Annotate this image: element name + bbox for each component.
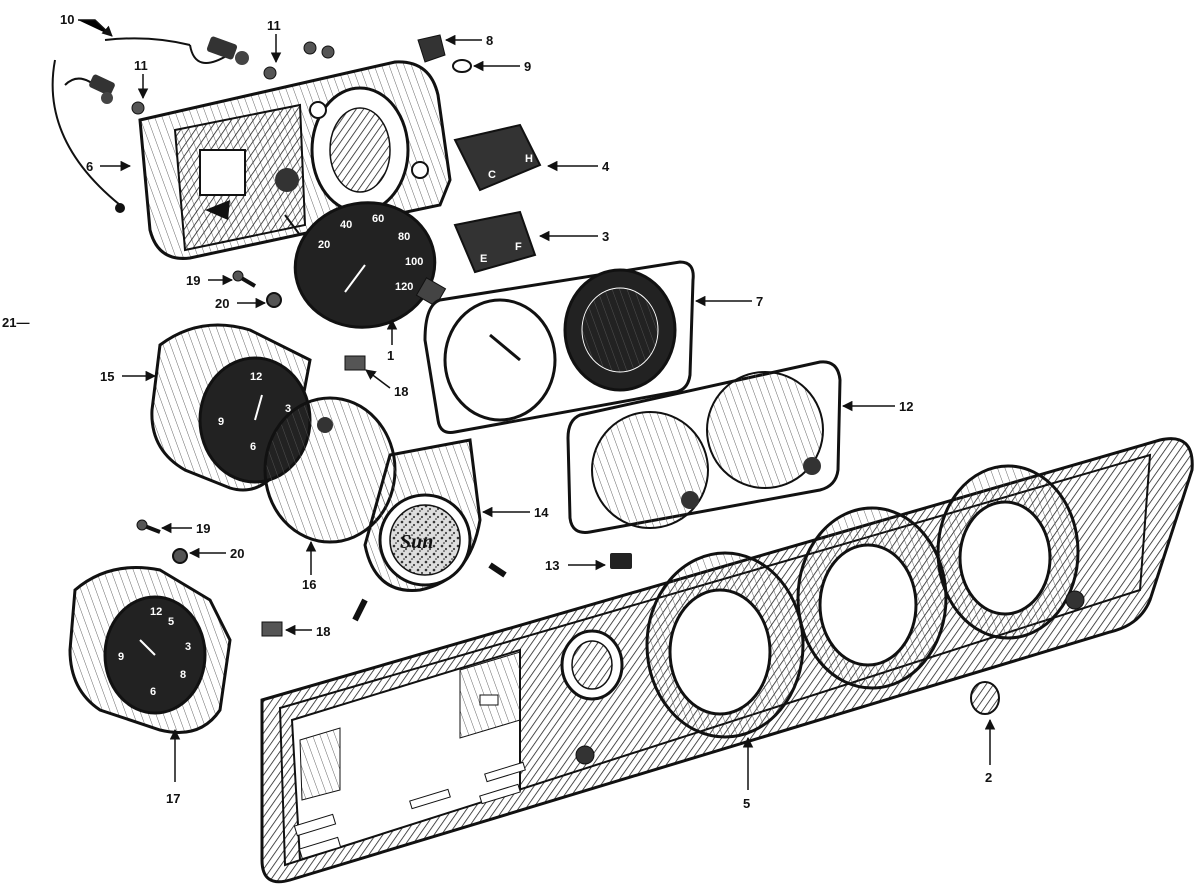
- clock17-9: 9: [118, 651, 124, 663]
- callout-6: 6: [86, 159, 93, 174]
- callout-9: 9: [524, 59, 531, 74]
- gauge-label-e: E: [480, 253, 487, 265]
- gauge-bezel-center: [796, 506, 948, 690]
- callout-7: 7: [756, 294, 763, 309]
- lens-plate: [566, 360, 842, 534]
- callout-3: 3: [602, 229, 609, 244]
- gauge-label-c: C: [488, 169, 496, 181]
- callout-19a: 19: [186, 273, 200, 288]
- clock-17: 12 3 6 9 5 8: [68, 566, 232, 734]
- speedo-120: 120: [395, 281, 413, 293]
- gauge-bezel-left: [645, 551, 805, 739]
- temperature-gauge: H C: [453, 123, 542, 192]
- speedo-80: 80: [398, 231, 410, 243]
- callout-19b: 19: [196, 521, 210, 536]
- callout-21: 21—: [2, 315, 29, 330]
- nut-20a: [266, 292, 282, 308]
- callout-17: 17: [166, 791, 180, 806]
- screw-11b: [263, 66, 277, 80]
- leader-lines: [78, 19, 996, 790]
- instrument-panel-bezel: [260, 437, 1194, 884]
- screw-11a: [131, 101, 145, 115]
- gauge-label-f: F: [515, 241, 522, 253]
- callout-16: 16: [302, 577, 316, 592]
- fuel-gauge: E F: [453, 210, 537, 274]
- clock15-3: 3: [285, 403, 291, 415]
- callout-5: 5: [743, 796, 750, 811]
- callout-11b: 11: [267, 18, 281, 33]
- speedometer: 20 40 60 80 100 120: [284, 201, 447, 329]
- clock17-5: 5: [168, 616, 174, 628]
- clip-18b: [261, 621, 283, 637]
- callout-18b: 18: [316, 624, 330, 639]
- callout-8: 8: [486, 33, 493, 48]
- tach-mount: Sun: [352, 438, 507, 622]
- callout-11a: 11: [134, 58, 148, 73]
- callout-20a: 20: [215, 296, 229, 311]
- clock17-8: 8: [180, 669, 186, 681]
- callout-12: 12: [899, 399, 913, 414]
- callout-labels: 1 2 3 4 5 6 7 8 9 10 11 11 12 13 14 15 1…: [2, 12, 992, 811]
- gauge-face-plate: [423, 260, 695, 434]
- glass-lens: [263, 396, 397, 544]
- callout-20b: 20: [230, 546, 244, 561]
- lamp-socket: [417, 34, 446, 63]
- clock15-9: 9: [218, 416, 224, 428]
- callout-1: 1: [387, 348, 394, 363]
- clip-18a: [344, 355, 366, 371]
- cluster-housing: [138, 60, 452, 260]
- wiring-harness: [51, 36, 249, 213]
- clock15-12: 12: [250, 371, 262, 383]
- nut-20b: [172, 548, 188, 564]
- callout-4: 4: [602, 159, 610, 174]
- grommets: [303, 41, 335, 59]
- speedo-20: 20: [318, 239, 330, 251]
- clock17-6: 6: [150, 686, 156, 698]
- callout-14: 14: [534, 505, 549, 520]
- clock15-6: 6: [250, 441, 256, 453]
- callout-10: 10: [60, 12, 74, 27]
- tach-logo: Sun: [400, 531, 433, 553]
- screw-19a: [232, 270, 257, 288]
- gauge-bezel-right: [936, 464, 1080, 640]
- switch-knob: [610, 553, 632, 569]
- clock17-12: 12: [150, 606, 162, 618]
- screw-19b: [136, 519, 161, 534]
- speedo-100: 100: [405, 256, 423, 268]
- speedo-60: 60: [372, 213, 384, 225]
- bulb: [452, 59, 472, 73]
- callout-2: 2: [985, 770, 992, 785]
- callout-15: 15: [100, 369, 114, 384]
- clock17-3: 3: [185, 641, 191, 653]
- gauge-label-h: H: [525, 153, 533, 165]
- callout-18a: 18: [394, 384, 408, 399]
- speedo-40: 40: [340, 219, 352, 231]
- callout-13: 13: [545, 558, 559, 573]
- control-knob: [970, 681, 1000, 715]
